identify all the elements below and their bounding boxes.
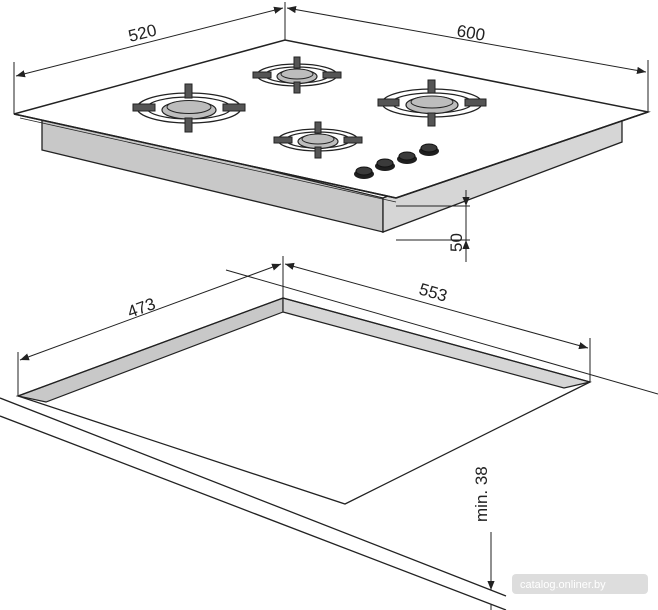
knob-4 <box>419 143 439 156</box>
countertop <box>0 269 658 610</box>
burner-left <box>132 83 246 133</box>
cutout-depth-label: 473 <box>125 294 158 322</box>
burner-front <box>273 121 363 159</box>
knob-3 <box>397 151 417 164</box>
knob-2 <box>375 158 395 171</box>
cutout-wall-right <box>282 297 591 389</box>
width-dimension-arrow <box>286 6 647 74</box>
hob-width-label: 600 <box>455 21 486 45</box>
watermark-background <box>512 574 648 594</box>
knob-1 <box>354 166 374 179</box>
cutout-depth-arrow <box>19 263 282 361</box>
hob <box>13 39 651 233</box>
cutout-min-thickness-label: min. 38 <box>472 466 491 522</box>
cutout-width-arrow <box>284 262 589 350</box>
cutout-dimension-lines <box>17 256 591 610</box>
hob-height-label: 50 <box>447 233 466 252</box>
depth-dimension-arrow <box>15 6 284 78</box>
hob-glass-top <box>13 39 651 199</box>
control-knobs <box>354 143 439 179</box>
watermark: catalog.onliner.by <box>512 574 648 594</box>
hob-dimension-lines <box>13 2 649 262</box>
burner-right <box>377 79 487 127</box>
hob-depth-label: 520 <box>126 21 158 46</box>
watermark-text: catalog.onliner.by <box>520 579 606 591</box>
